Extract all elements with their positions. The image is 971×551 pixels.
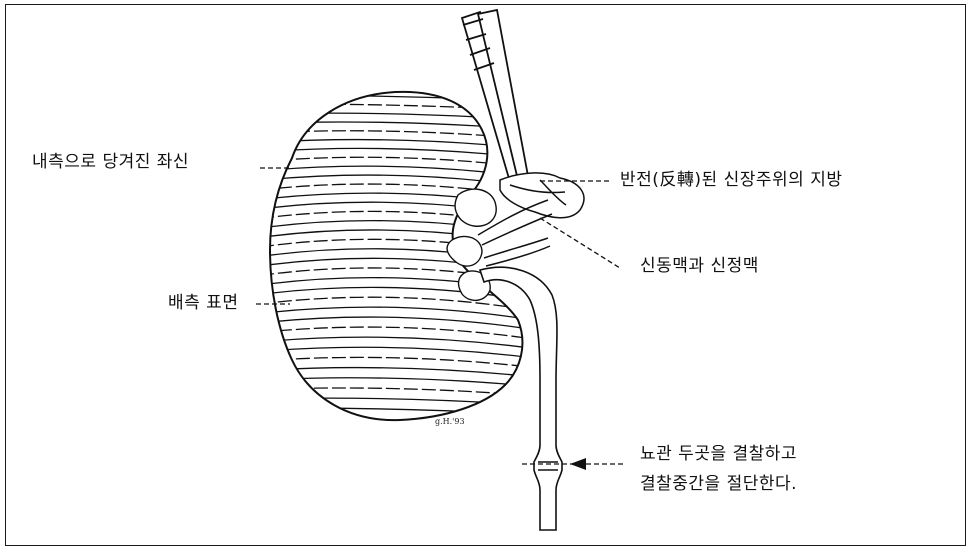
arrow-head (570, 458, 586, 470)
label-ureter-line2: 결찰중간을 절단한다. (640, 476, 797, 493)
label-inverted-fat: 반전(反轉)된 신장주위의 지방 (620, 172, 842, 189)
perirenal-fat (500, 173, 584, 218)
label-retracted-kidney: 내측으로 당겨진 좌신 (32, 154, 189, 171)
artist-signature: g.H.'93 (435, 417, 465, 426)
label-ureter-line1: 뇨관 두곳을 결찰하고 (640, 446, 797, 463)
kidney-outline (270, 92, 522, 420)
label-renal-vessels: 신동맥과 신정맥 (640, 258, 759, 275)
label-dorsal-surface: 배측 표면 (168, 295, 238, 312)
